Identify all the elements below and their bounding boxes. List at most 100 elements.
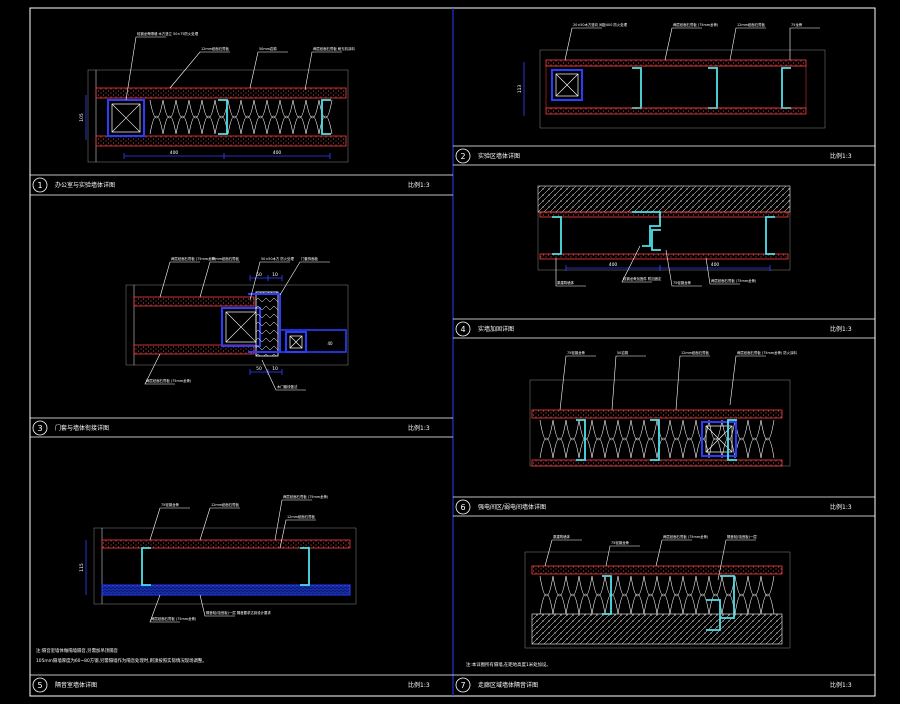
leader-line — [611, 355, 646, 411]
reinforcing-bracket — [632, 211, 661, 247]
leader-label: 原建筑墙体 — [553, 534, 571, 539]
steel-stud — [321, 99, 331, 135]
leader-line — [717, 539, 756, 581]
leader-line — [729, 27, 766, 61]
leader-line — [199, 507, 240, 541]
leader-line — [261, 359, 306, 391]
leader-line — [249, 51, 288, 89]
leader-label: 12mm纸面石膏板 — [681, 350, 709, 355]
leader-line — [621, 245, 652, 283]
leader-label: 75轻钢龙骨 — [161, 502, 179, 507]
dimension-label: 400 — [170, 150, 179, 156]
steel-stud — [218, 99, 228, 135]
note-text: 注:隔音室墙体做隔墙隔音,另需加吊顶隔音 — [36, 647, 119, 654]
panel-frames — [30, 164, 875, 517]
leader-label: 75轻钢龙骨 — [567, 350, 585, 355]
detail-title: 实墙加固详图 — [478, 325, 514, 333]
leader-line — [705, 257, 740, 285]
leader-label: 两层纸面石膏板 (75mm龙骨) — [663, 534, 709, 539]
timber-block — [551, 69, 583, 101]
detail-title: 强电间区/弱电间墙体详图 — [478, 503, 546, 511]
timber-cross — [225, 311, 257, 343]
detail-outline — [93, 527, 357, 605]
leader-line — [169, 51, 230, 89]
leader-line — [665, 249, 702, 287]
steel-stud — [141, 547, 151, 586]
gypsum-board — [133, 296, 255, 307]
dimension-label: 400 — [609, 262, 618, 268]
leader-label: 50×50木方 防火处理 — [261, 256, 295, 261]
detail-number-circle — [455, 499, 471, 515]
steel-stud — [576, 419, 586, 461]
cavity-outline — [545, 65, 807, 109]
dimension-label: 10 — [272, 272, 278, 278]
leader-label: 12mm纸面石膏板 — [201, 46, 229, 51]
detail-scale: 比例1:3 — [830, 325, 852, 333]
acoustic-felt — [101, 584, 351, 596]
timber-block-inner — [289, 335, 303, 349]
leader-label: 12mm纸面石膏板 — [737, 22, 765, 27]
detail-number: 4 — [460, 325, 465, 334]
leader-label: 20×50木方竖向 间距400 防火处理 — [573, 22, 628, 27]
leader-line — [279, 261, 330, 296]
leader-label: 50岩棉 — [617, 350, 629, 355]
detail-scale: 比例1:3 — [830, 503, 852, 511]
steel-stud — [765, 216, 775, 255]
leader-label: 50mm岩棉 — [259, 46, 277, 51]
steel-stud — [650, 419, 660, 461]
rock-wool-insulation — [539, 575, 775, 615]
dimension-label: 400 — [273, 150, 282, 156]
leader-label: 两层纸面石膏板 (75mm龙骨) — [151, 616, 197, 621]
detail-outline — [529, 379, 791, 467]
rock-wool-insulation — [149, 99, 333, 135]
detail-number-circle — [455, 677, 471, 693]
steel-stud — [552, 216, 562, 255]
detail-number-circle — [32, 677, 48, 693]
dimension-label: 50 — [256, 272, 262, 278]
leader-line — [274, 499, 312, 541]
detail-number: 1 — [37, 181, 42, 190]
detail-scale: 比例1:3 — [408, 681, 430, 689]
dimension-label: 10 — [272, 366, 278, 372]
leader-label: 两层纸面石膏板 (75mm龙骨) — [673, 22, 719, 27]
leader-line — [279, 519, 316, 549]
detail-number: 6 — [460, 503, 465, 512]
timber-cross — [111, 103, 141, 133]
detail-scale: 比例1:3 — [830, 152, 852, 160]
existing-wall — [531, 613, 783, 645]
steel-stud — [708, 67, 718, 109]
leader-line — [199, 261, 240, 298]
gypsum-board — [545, 59, 807, 67]
panel-6-drawing: 75轻钢龙骨 50岩棉 12mm纸面石膏板 两层纸面石膏板 (75mm龙骨) 防火涂料 — [529, 350, 797, 467]
leader-label: 75轻钢龙骨 — [611, 540, 629, 545]
leader-label: 轻钢龙骨加固件 附加固定 — [623, 276, 662, 281]
timber-block-inner — [111, 103, 141, 133]
dimension-label: 105 — [79, 113, 85, 122]
detail-title: 走廊区域墙体隔音详图 — [478, 681, 538, 689]
leader-label: 两层纸面石膏板 (75mm龙骨) — [283, 494, 329, 499]
leader-line — [664, 27, 702, 61]
steel-stud — [300, 547, 310, 586]
detail-number-circle — [455, 148, 471, 164]
detail-outline — [125, 284, 349, 366]
leader-line — [675, 355, 710, 411]
steel-stud — [632, 67, 642, 109]
dimension-label: 50 — [256, 366, 262, 372]
leader-label: 木门套线做法 — [277, 384, 298, 389]
steel-stud — [781, 67, 791, 109]
gypsum-board — [539, 211, 789, 218]
leader-label: 75轻钢龙骨 — [673, 280, 691, 285]
detail-outline — [524, 551, 791, 649]
detail-scale: 比例1:3 — [408, 424, 430, 432]
leader-line — [144, 353, 175, 385]
leader-label: 两层纸面石膏板 (75mm龙骨) 防火涂料 — [737, 350, 797, 355]
leader-label: 12mm纸面石膏板 — [211, 502, 239, 507]
detail-number: 3 — [37, 424, 42, 433]
leader-line — [655, 539, 692, 567]
